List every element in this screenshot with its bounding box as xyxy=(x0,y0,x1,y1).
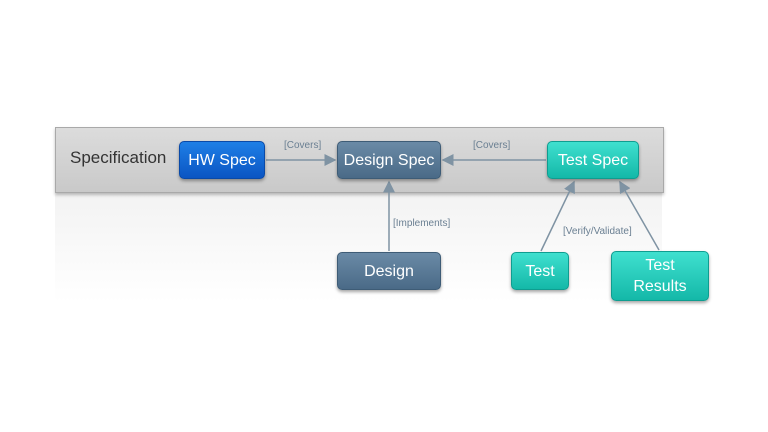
node-hw-spec[interactable]: HW Spec xyxy=(179,141,265,179)
edge-label-verify-validate: [Verify/Validate] xyxy=(563,226,632,237)
arrow-verify-test xyxy=(540,180,575,252)
edge-label-covers-test: [Covers] xyxy=(473,140,511,151)
edge-label-implements: [Implements] xyxy=(393,218,451,229)
arrow-verify-results xyxy=(619,180,660,251)
node-test-results[interactable]: Test Results xyxy=(611,251,709,301)
node-test[interactable]: Test xyxy=(511,252,569,290)
edge-label-covers-hw: [Covers] xyxy=(284,140,322,151)
specification-label: Specification xyxy=(70,148,167,167)
node-design-spec[interactable]: Design Spec xyxy=(337,141,441,179)
node-design[interactable]: Design xyxy=(337,252,441,290)
node-test-spec[interactable]: Test Spec xyxy=(547,141,639,179)
